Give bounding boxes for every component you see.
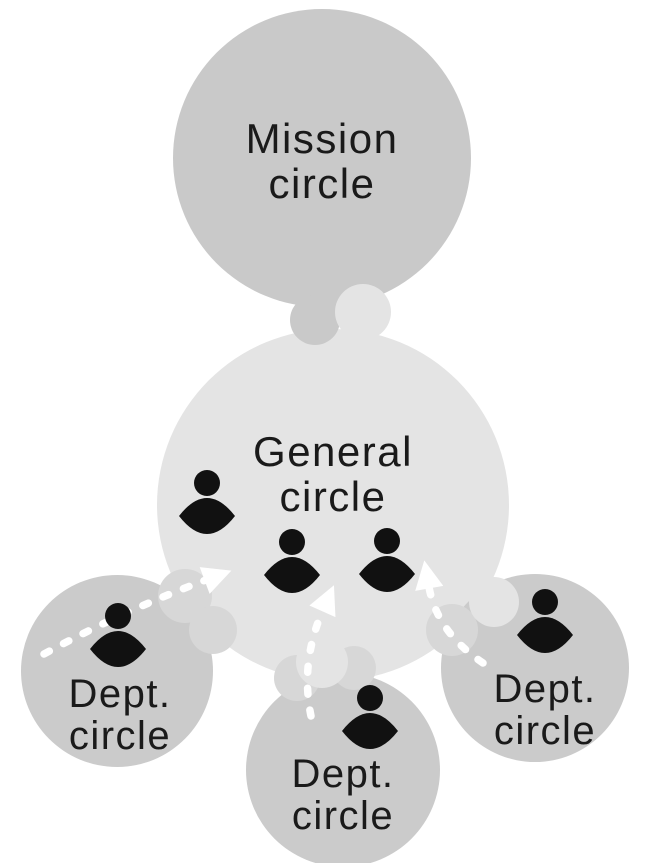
connector-left-b [189, 606, 237, 654]
dept-right-label: circle [494, 709, 596, 753]
connector-left-a [158, 569, 212, 623]
general-tab-right [469, 577, 519, 627]
general-tab-middle [296, 636, 348, 688]
dept-circle-middle [246, 673, 440, 863]
general-circle [157, 329, 509, 681]
mission-circle-label: Mission [246, 115, 399, 162]
labels: Mission circle General circle Dept. circ… [68, 115, 596, 838]
arrow-middle [303, 585, 336, 720]
mission-tab [290, 295, 340, 345]
dept-right-label: Dept. [493, 667, 596, 711]
mission-circle-label: circle [268, 160, 375, 207]
dept-left-label: Dept. [68, 672, 171, 716]
general-circle-label: circle [279, 473, 386, 520]
arrow-right [415, 560, 487, 667]
connector-lobes [158, 569, 478, 701]
general-circle-label: General [253, 428, 413, 475]
dept-middle-label: circle [292, 794, 394, 838]
dept-middle-label: Dept. [291, 752, 394, 796]
mission-circle [173, 9, 471, 345]
dept-left-label: circle [69, 714, 171, 758]
general-top-tab [335, 284, 391, 340]
dept-circle-left [21, 575, 213, 767]
